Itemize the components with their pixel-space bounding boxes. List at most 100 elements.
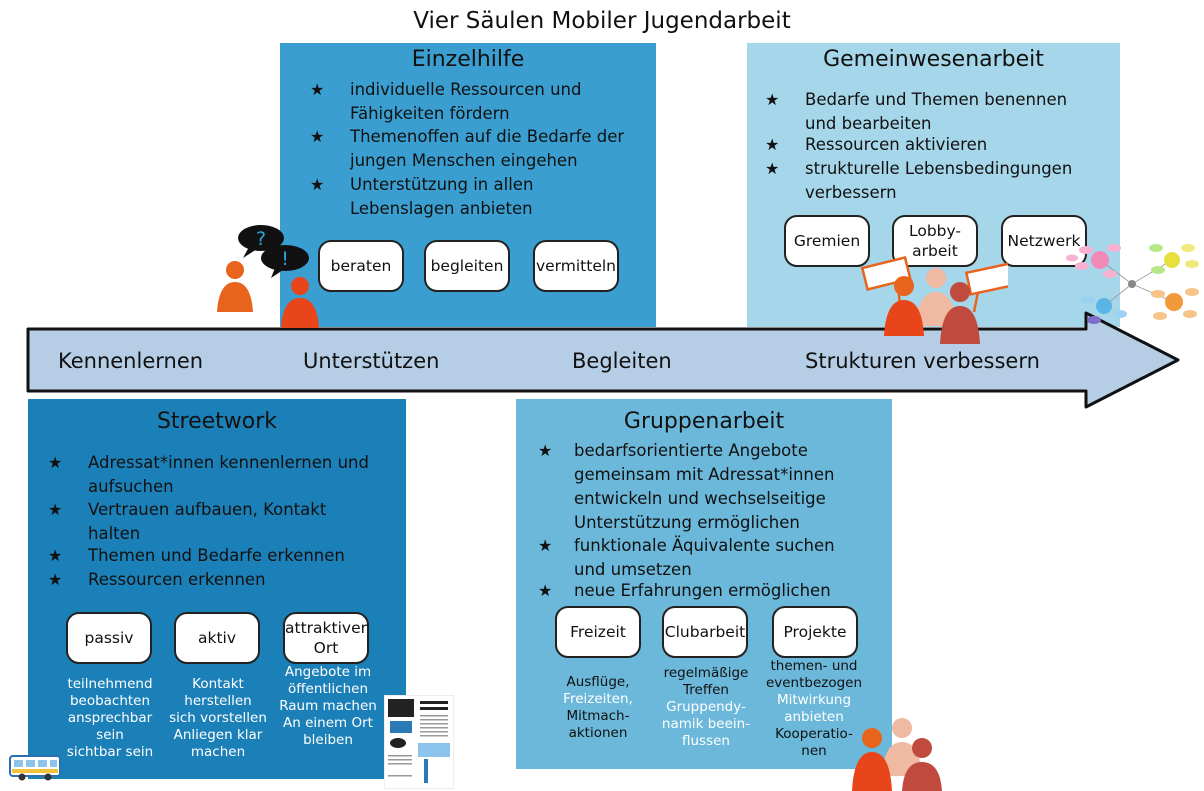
- detail-line: Kontakt: [192, 676, 244, 692]
- detail-line: Angebote im: [284, 664, 372, 680]
- speech-bubbles-illustration: ? !: [217, 225, 319, 328]
- detail-line: sein: [96, 727, 124, 743]
- begleiten-button[interactable]: begleiten: [424, 240, 510, 292]
- bullet-line: verbessern: [805, 183, 897, 202]
- timeline-arrow: [26, 311, 1180, 409]
- detail-line: regelmäßige: [663, 665, 749, 681]
- page-title: Vier Säulen Mobiler Jugendarbeit: [413, 8, 791, 34]
- panel-streetwork: Streetwork ★ Adressat*innen kennenlernen…: [28, 399, 406, 779]
- passiv-details: teilnehmend beobachten ansprechbar sein …: [50, 676, 170, 761]
- stage-begleiten: Begleiten: [572, 349, 672, 373]
- person-orange-head: [226, 261, 244, 279]
- netzwerk-button[interactable]: Netzwerk: [1001, 215, 1087, 267]
- stage-kennenlernen: Kennenlernen: [58, 349, 204, 373]
- detail-line: anbieten: [784, 709, 844, 725]
- star-icon: ★: [48, 453, 63, 472]
- panel-gruppenarbeit: Gruppenarbeit ★ bedarfsorientierte Angeb…: [516, 399, 892, 769]
- star-icon: ★: [310, 80, 325, 99]
- arrow-shape: [26, 311, 1180, 409]
- question-mark: ?: [256, 228, 266, 250]
- gremien-button[interactable]: Gremien: [784, 215, 870, 267]
- heading-gemeinwesenarbeit: Gemeinwesenarbeit: [823, 47, 1044, 72]
- detail-line: Ausflüge,: [566, 674, 630, 690]
- detail-line: sich vorstellen: [169, 710, 267, 726]
- detail-line: namik beein-: [661, 716, 751, 732]
- detail-line: teilnehmend: [67, 676, 153, 692]
- bullet-line: Adressat*innen kennenlernen und: [88, 453, 369, 472]
- passiv-button[interactable]: passiv: [66, 612, 152, 664]
- bullet-line: Themenoffen auf die Bedarfe der: [350, 127, 625, 146]
- detail-line: Raum machen: [279, 698, 377, 714]
- stage-strukturen: Strukturen verbessern: [805, 349, 1040, 373]
- bullet-line: Unterstützung in allen: [350, 175, 534, 194]
- detail-line: beobachten: [69, 693, 151, 709]
- stage-unterstuetzen: Unterstützen: [303, 349, 440, 373]
- freizeit-details: Ausflüge, Freizeiten, Mitmach- aktionen: [538, 674, 658, 742]
- star-icon: ★: [48, 570, 63, 589]
- projekte-button[interactable]: Projekte: [772, 606, 858, 658]
- bullet-line: bedarfsorientierte Angebote: [574, 441, 808, 460]
- bullet-line: Vertrauen aufbauen, Kontakt: [88, 500, 327, 519]
- aktiv-details: Kontakt herstellen sich vorstellen Anlie…: [158, 676, 278, 761]
- star-icon: ★: [310, 127, 325, 146]
- bullet-line: und umsetzen: [574, 560, 692, 579]
- detail-line: nen: [801, 743, 827, 759]
- detail-line: Mitwirkung: [776, 692, 852, 708]
- detail-line: ansprechbar: [67, 710, 153, 726]
- star-icon: ★: [765, 90, 780, 109]
- protest-sign-icon: [964, 262, 1008, 296]
- bullet-line: Unterstützung ermöglichen: [574, 513, 800, 532]
- bullet-line: entwickeln und wechselseitige: [574, 489, 826, 508]
- star-icon: ★: [48, 500, 63, 519]
- heading-streetwork: Streetwork: [156, 409, 278, 434]
- bullet-line: strukturelle Lebensbedingungen: [805, 159, 1073, 178]
- bullet-line: gemeinsam mit Adressat*innen: [574, 465, 835, 484]
- aktiv-button[interactable]: aktiv: [174, 612, 260, 664]
- exclamation-bubble-icon: [261, 245, 309, 271]
- detail-line: öffentlichen: [287, 681, 369, 697]
- clubarbeit-button[interactable]: Clubarbeit: [662, 606, 748, 658]
- detail-line: Gruppendy-: [666, 699, 746, 715]
- group-persons-illustration: [852, 718, 942, 791]
- bullet-line: Ressourcen erkennen: [88, 570, 266, 589]
- ort-details: Angebote im öffentlichen Raum machen An …: [268, 664, 388, 749]
- panel-einzelhilfe: Einzelhilfe ★ individuelle Ressourcen un…: [280, 43, 656, 327]
- detail-line: flussen: [682, 733, 730, 749]
- star-icon: ★: [765, 135, 780, 154]
- person-red-head: [291, 277, 309, 295]
- attraktiver-ort-button[interactable]: attraktiver Ort: [283, 612, 369, 664]
- person-orange-body: [217, 282, 253, 312]
- bullet-line: individuelle Ressourcen und: [350, 80, 582, 99]
- heading-einzelhilfe: Einzelhilfe: [411, 47, 525, 72]
- detail-line: Treffen: [683, 682, 729, 698]
- flyer-thumbnail: [384, 695, 454, 789]
- heading-gruppenarbeit: Gruppenarbeit: [623, 409, 785, 434]
- detail-line: Mitmach-: [566, 708, 630, 724]
- freizeit-button[interactable]: Freizeit: [555, 606, 641, 658]
- bullet-line: halten: [88, 524, 141, 543]
- star-icon: ★: [538, 536, 553, 555]
- clubarbeit-details: regelmäßige Treffen Gruppendy- namik bee…: [646, 665, 766, 750]
- detail-line: sichtbar sein: [66, 744, 154, 760]
- bullet-line: funktionale Äquivalente suchen: [574, 536, 835, 555]
- detail-line: aktionen: [568, 725, 628, 741]
- bullet-line: jungen Menschen eingehen: [350, 151, 578, 170]
- bus-icon: [9, 755, 61, 781]
- exclamation-mark: !: [281, 248, 289, 270]
- detail-line: Anliegen klar: [173, 727, 263, 743]
- network-map-icon: [1066, 244, 1199, 324]
- bullet-line: Lebenslagen anbieten: [350, 199, 533, 218]
- button-label: arbeit: [912, 242, 958, 260]
- vermitteln-button[interactable]: vermitteln: [533, 240, 619, 292]
- detail-line: machen: [190, 744, 246, 760]
- star-icon: ★: [538, 581, 553, 600]
- detail-line: bleiben: [303, 732, 353, 748]
- person-red-body: [281, 298, 319, 328]
- star-icon: ★: [765, 159, 780, 178]
- star-icon: ★: [310, 175, 325, 194]
- star-icon: ★: [538, 441, 553, 460]
- detail-line: eventbezogen: [765, 675, 863, 691]
- bullet-line: Bedarfe und Themen benennen: [805, 90, 1068, 109]
- button-label: Lobby-: [908, 222, 962, 240]
- beraten-button[interactable]: beraten: [318, 240, 404, 292]
